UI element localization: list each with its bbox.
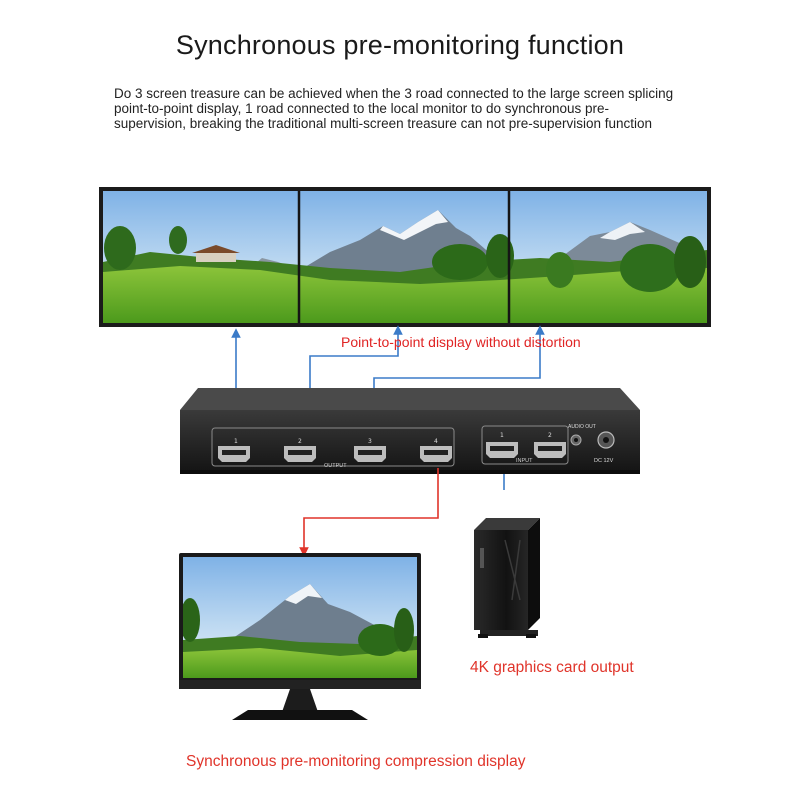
page-title: Synchronous pre-monitoring function xyxy=(175,30,625,60)
output-port-1: 1 xyxy=(218,438,250,462)
svg-text:2: 2 xyxy=(548,432,552,439)
input-panel xyxy=(481,425,569,465)
input-port-1: 1 xyxy=(486,432,518,458)
dc-label: DC 12V xyxy=(594,458,614,464)
pc-tower xyxy=(474,518,540,638)
output-port-2: 2 xyxy=(284,438,316,462)
svg-text:2: 2 xyxy=(298,438,302,445)
connection-output-4 xyxy=(299,468,439,557)
switcher-front xyxy=(180,410,640,472)
output-port-3: 3 xyxy=(354,438,386,462)
monitor-screen xyxy=(183,557,417,678)
audio-out-label: AUDIO OUT xyxy=(568,424,596,430)
monitor-chin xyxy=(179,680,421,689)
video-wall-landscape xyxy=(103,191,707,323)
input-label: INPUT xyxy=(516,458,533,464)
graphics-output-label: 4K graphics card output xyxy=(470,659,634,676)
point-to-point-label: Point-to-point display without distortio… xyxy=(341,334,581,350)
svg-text:4: 4 xyxy=(434,438,438,445)
svg-text:1: 1 xyxy=(234,438,238,445)
svg-text:1: 1 xyxy=(500,432,504,439)
description-text: Do 3 screen treasure can be achieved whe… xyxy=(114,86,674,131)
monitor-stand-base xyxy=(232,710,368,720)
usb-port-icon xyxy=(480,548,484,568)
matrix-switcher: 1 2 3 4 OUTPUT 1 2 xyxy=(180,388,640,474)
monitor xyxy=(179,553,421,720)
input-port-2: 2 xyxy=(534,432,566,458)
output-label: OUTPUT xyxy=(324,463,347,469)
video-wall xyxy=(99,187,711,327)
monitor-stand-neck xyxy=(282,689,318,712)
compression-display-label: Synchronous pre-monitoring compression d… xyxy=(186,753,526,770)
output-panel xyxy=(211,427,455,467)
output-port-4: 4 xyxy=(420,438,452,462)
svg-text:3: 3 xyxy=(368,438,372,445)
switcher-top xyxy=(180,388,640,410)
